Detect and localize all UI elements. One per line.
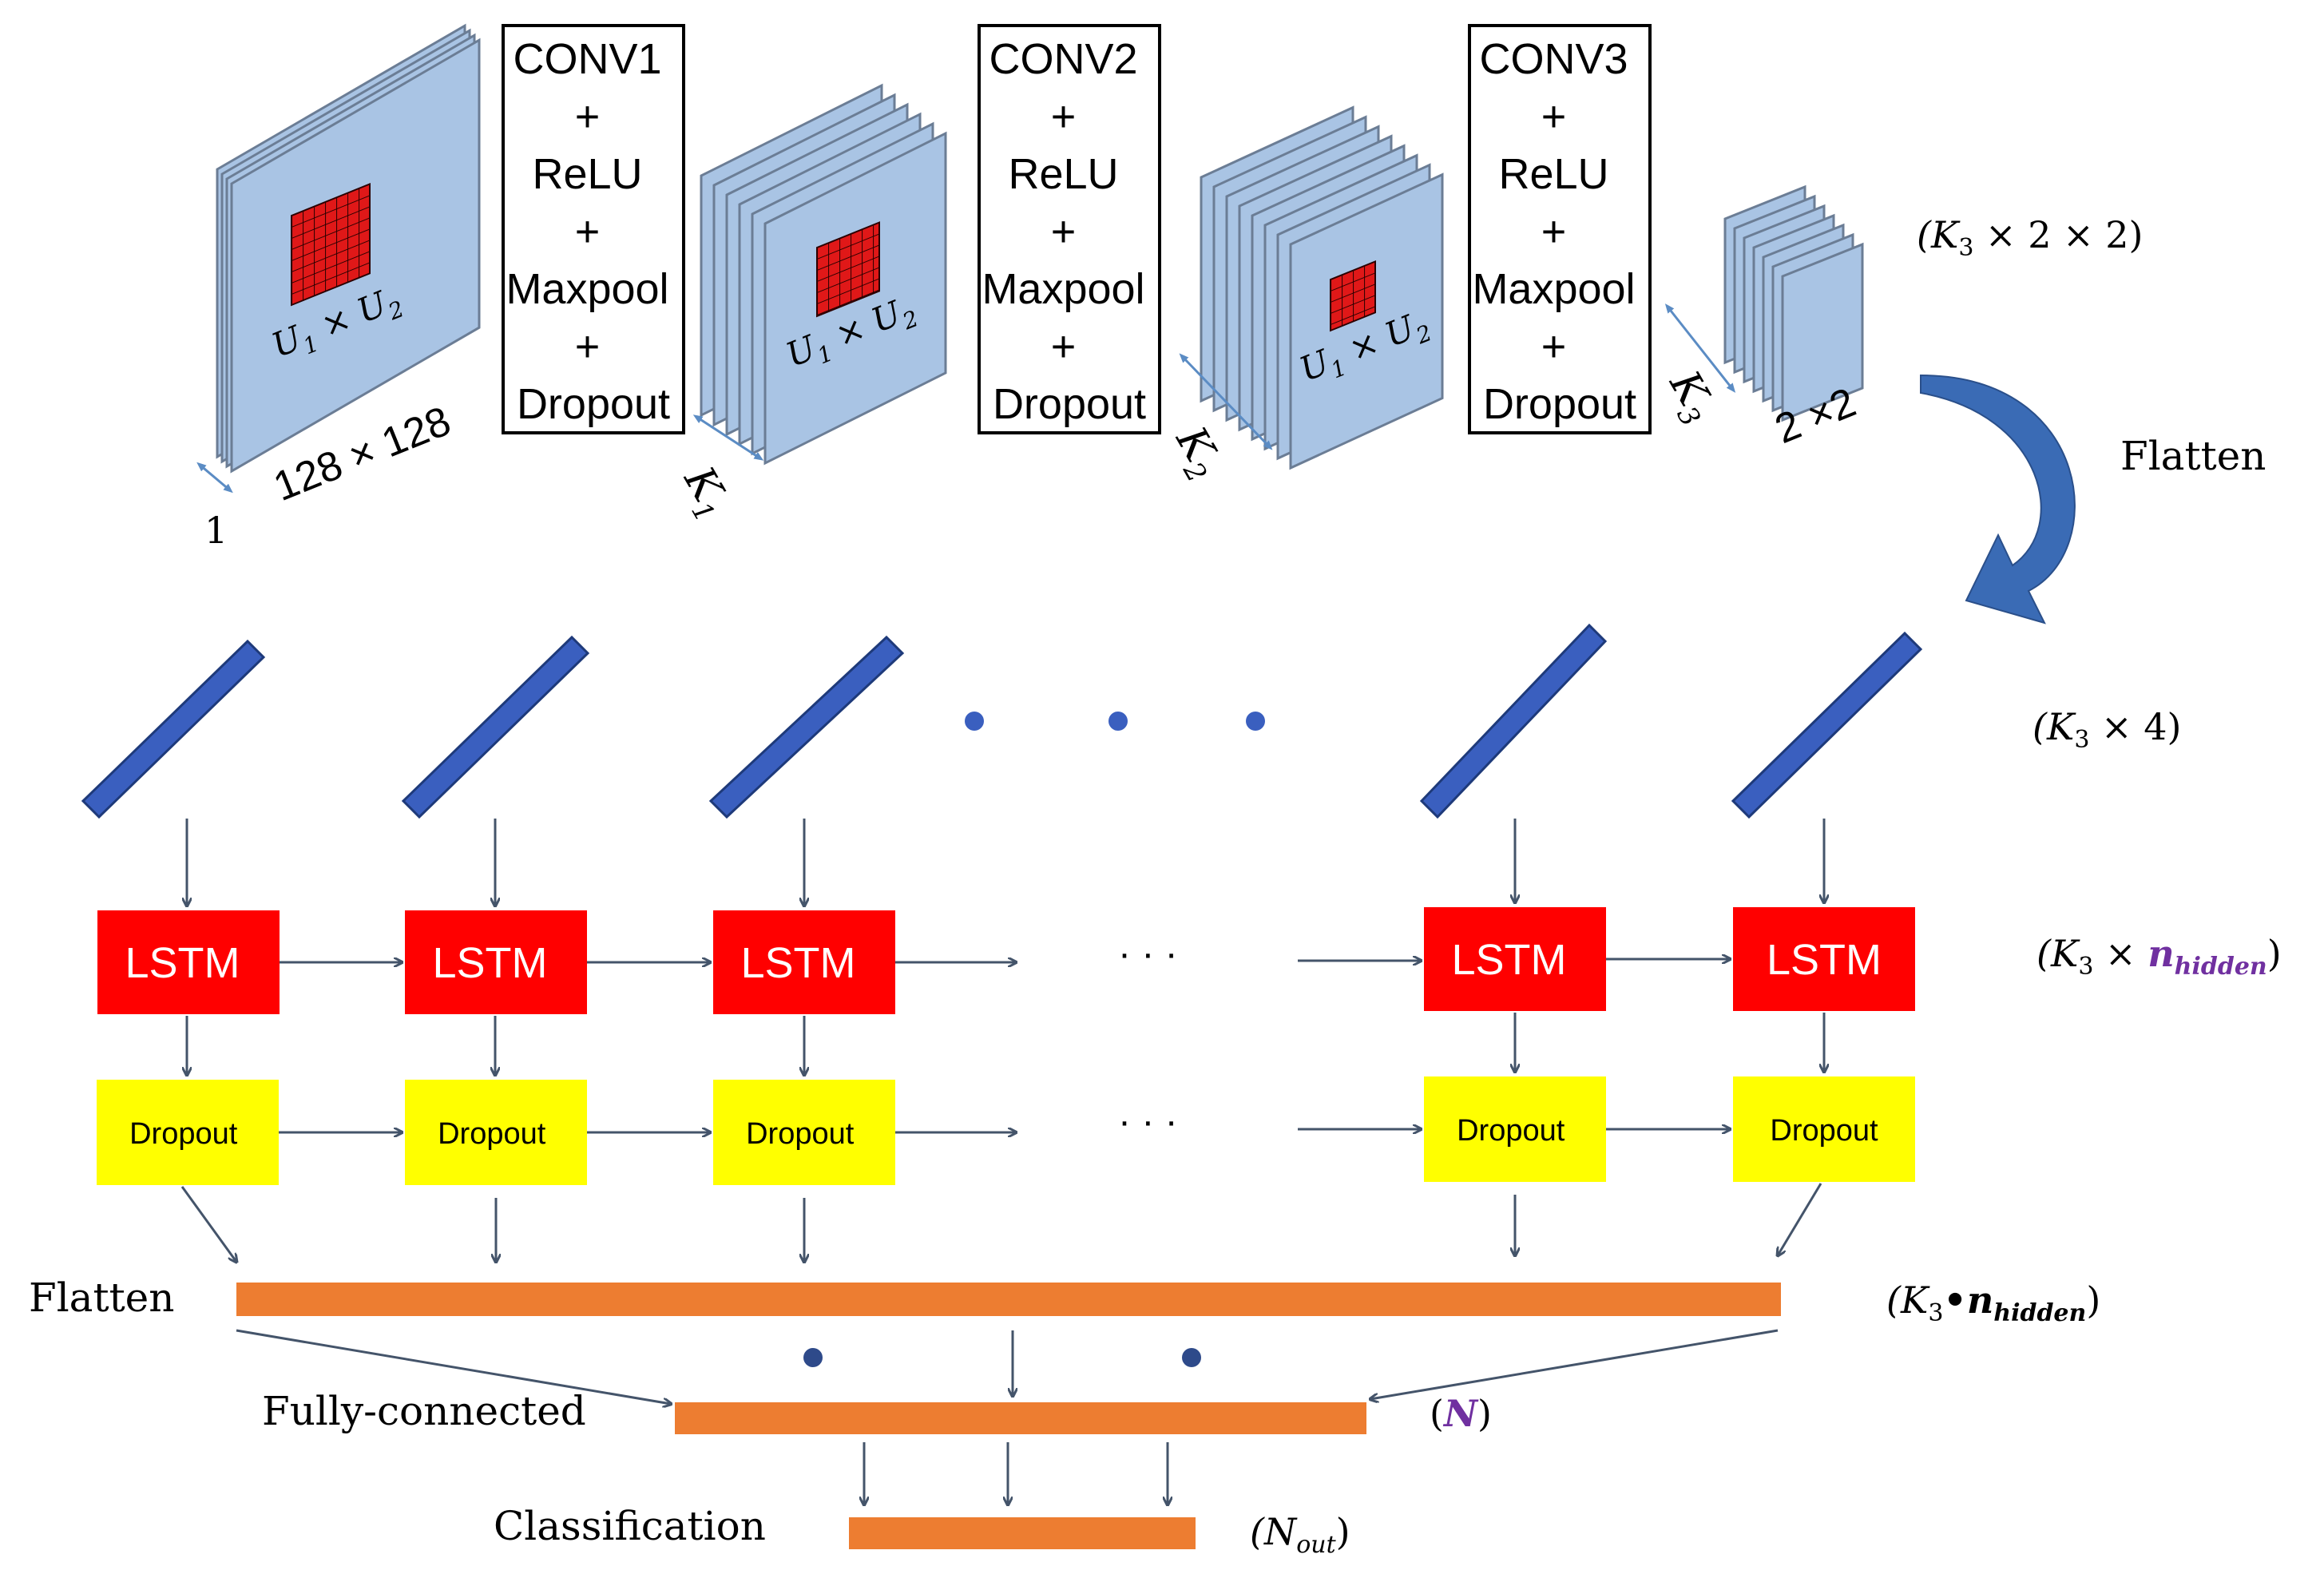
- dropout-cell-2: [405, 1080, 587, 1185]
- conv2-line-4: Maxpool: [982, 265, 1144, 313]
- lstm-cell-2: [405, 910, 587, 1014]
- fc-ellipsis-dots: [803, 1348, 1201, 1367]
- seq-to-lstm-arrows: [187, 819, 1824, 906]
- svg-text:LSTM LSTM LSTM: LSTM LSTM LSTM LSTM LSTM: [125, 936, 1882, 987]
- conv2-box: CONV2 + ReLU + Maxpool + Dropout: [978, 24, 1161, 434]
- flatten-bottom-label: Flatten: [29, 1275, 174, 1321]
- classification-bar: [849, 1517, 1196, 1549]
- fc-to-class-arrows: [864, 1442, 1168, 1505]
- dim-flat: (K3•nhidden): [1886, 1279, 2100, 1327]
- dropout-label-5: Dropout: [1770, 1114, 1878, 1148]
- conv2-line-6: Dropout: [993, 380, 1146, 428]
- seq-bar-1: [81, 639, 266, 819]
- conv2-feature-map-stack: [1200, 105, 1444, 470]
- dropout-to-flatten-arrows: [180, 1183, 1822, 1262]
- conv1-box: CONV1 + ReLU + Maxpool + Dropout: [502, 24, 685, 434]
- k2-depth-arrow: [1179, 353, 1273, 450]
- filter-grid-3: [1330, 260, 1376, 332]
- lstm-row: LSTM LSTM LSTM LSTM LSTM: [97, 907, 1915, 1014]
- feature-map-layer: [1781, 242, 1864, 422]
- conv2-line-1: +: [1051, 93, 1077, 141]
- lstm-horizontal-arrows: [280, 959, 1730, 962]
- dropout-cell-1: [97, 1080, 279, 1185]
- conv3-line-1: +: [1541, 93, 1567, 141]
- dropout-ellipsis: · · ·: [1118, 1100, 1178, 1143]
- conv1-line-1: +: [575, 93, 601, 141]
- conv3-line-3: +: [1541, 208, 1567, 256]
- dropout-horizontal-arrows: [279, 1129, 1730, 1132]
- dropout-label-2: Dropout: [438, 1117, 546, 1151]
- classification-label: Classification: [494, 1503, 766, 1549]
- dim-seq: (K3 × 4): [2033, 705, 2181, 754]
- lstm-label-4: LSTM: [1451, 936, 1566, 984]
- sequence-bars: [81, 623, 1923, 819]
- svg-text:CONV3 + ReLU: CONV3 + ReLU + Maxpool + Dropout: [1472, 35, 1647, 428]
- conv3-box: CONV3 + ReLU + Maxpool + Dropout: [1468, 24, 1652, 434]
- conv2-line-0: CONV2: [989, 35, 1137, 83]
- lstm-to-dropout-arrows: [187, 1013, 1824, 1075]
- conv3-line-6: Dropout: [1483, 380, 1636, 428]
- dropout-cell-3: [713, 1080, 895, 1185]
- conv1-feature-map-stack: [700, 83, 947, 466]
- conv1-line-3: +: [575, 208, 601, 256]
- k3-label: K3: [1654, 363, 1726, 432]
- conv3-feature-map-stack: [1723, 184, 1864, 422]
- lstm-cell-5: [1733, 907, 1915, 1011]
- lstm-label-1: LSTM: [125, 939, 240, 987]
- dropout-row: Dropout Dropout Dropout Dropout Dropout: [97, 1076, 1915, 1185]
- fc-label: Fully-connected: [262, 1388, 586, 1434]
- dropout-cell-4: [1424, 1076, 1606, 1182]
- lstm-cell-4: [1424, 907, 1606, 1011]
- flatten-bar: [236, 1283, 1781, 1316]
- conv3-line-2: ReLU: [1498, 150, 1608, 198]
- seq-bar-5: [1731, 631, 1923, 819]
- fc-bar: [675, 1402, 1366, 1434]
- seq-ellipsis-dots: [965, 712, 1265, 731]
- filter-grid-1: [291, 183, 371, 307]
- feature-map-layer: [1289, 172, 1444, 470]
- dim-fc: (N): [1430, 1392, 1492, 1435]
- dropout-label-4: Dropout: [1457, 1114, 1565, 1148]
- lstm-cell-1: [97, 910, 280, 1014]
- svg-text:CONV1 + ReLU: CONV1 + ReLU + Maxpool + Dropout: [506, 35, 680, 428]
- conv2-line-5: +: [1051, 323, 1077, 371]
- lstm-cell-3: [713, 910, 895, 1014]
- dim-lstm: (K3 × nhidden): [2036, 932, 2282, 981]
- conv1-line-4: Maxpool: [506, 265, 668, 313]
- flatten-to-fc-arrows: [236, 1329, 1779, 1404]
- input-depth-label: 1: [204, 509, 228, 552]
- k1-depth-arrow: [692, 414, 764, 461]
- dim-out: (Nout): [1250, 1510, 1350, 1559]
- conv2-line-2: ReLU: [1008, 150, 1118, 198]
- conv3-line-0: CONV3: [1479, 35, 1628, 83]
- filter-grid-2: [816, 221, 880, 318]
- dim-conv-out: (K3 × 2 × 2): [1917, 213, 2143, 262]
- lstm-label-5: LSTM: [1767, 936, 1882, 984]
- seq-bar-2: [401, 635, 590, 819]
- conv1-line-6: Dropout: [517, 380, 670, 428]
- lstm-ellipsis: · · ·: [1118, 933, 1178, 975]
- conv2-line-3: +: [1051, 208, 1077, 256]
- conv3-line-4: Maxpool: [1472, 265, 1635, 313]
- conv3-line-5: +: [1541, 323, 1567, 371]
- k2-label: K2: [1160, 418, 1232, 488]
- seq-bar-3: [708, 635, 905, 819]
- conv1-line-0: CONV1: [513, 35, 661, 83]
- flatten-curved-arrow: [1920, 374, 2076, 624]
- conv1-line-5: +: [575, 323, 601, 371]
- lstm-label-2: LSTM: [432, 939, 547, 987]
- svg-text:Dropout Dropout Dr: Dropout Dropout Dropout Dropout Dropout: [129, 1114, 1878, 1151]
- dropout-label-1: Dropout: [129, 1117, 238, 1151]
- input-depth-arrow: [196, 462, 233, 494]
- flatten-top-label: Flatten: [2120, 433, 2266, 479]
- dropout-label-3: Dropout: [746, 1117, 855, 1151]
- k3-depth-arrow: [1664, 303, 1736, 393]
- dropout-cell-5: [1733, 1076, 1915, 1182]
- conv1-line-2: ReLU: [532, 150, 642, 198]
- lstm-label-3: LSTM: [740, 939, 855, 987]
- seq-bar-4: [1419, 623, 1608, 819]
- svg-text:CONV2 + ReLU: CONV2 + ReLU + Maxpool + Dropout: [982, 35, 1156, 428]
- k1-label: K1: [668, 458, 740, 528]
